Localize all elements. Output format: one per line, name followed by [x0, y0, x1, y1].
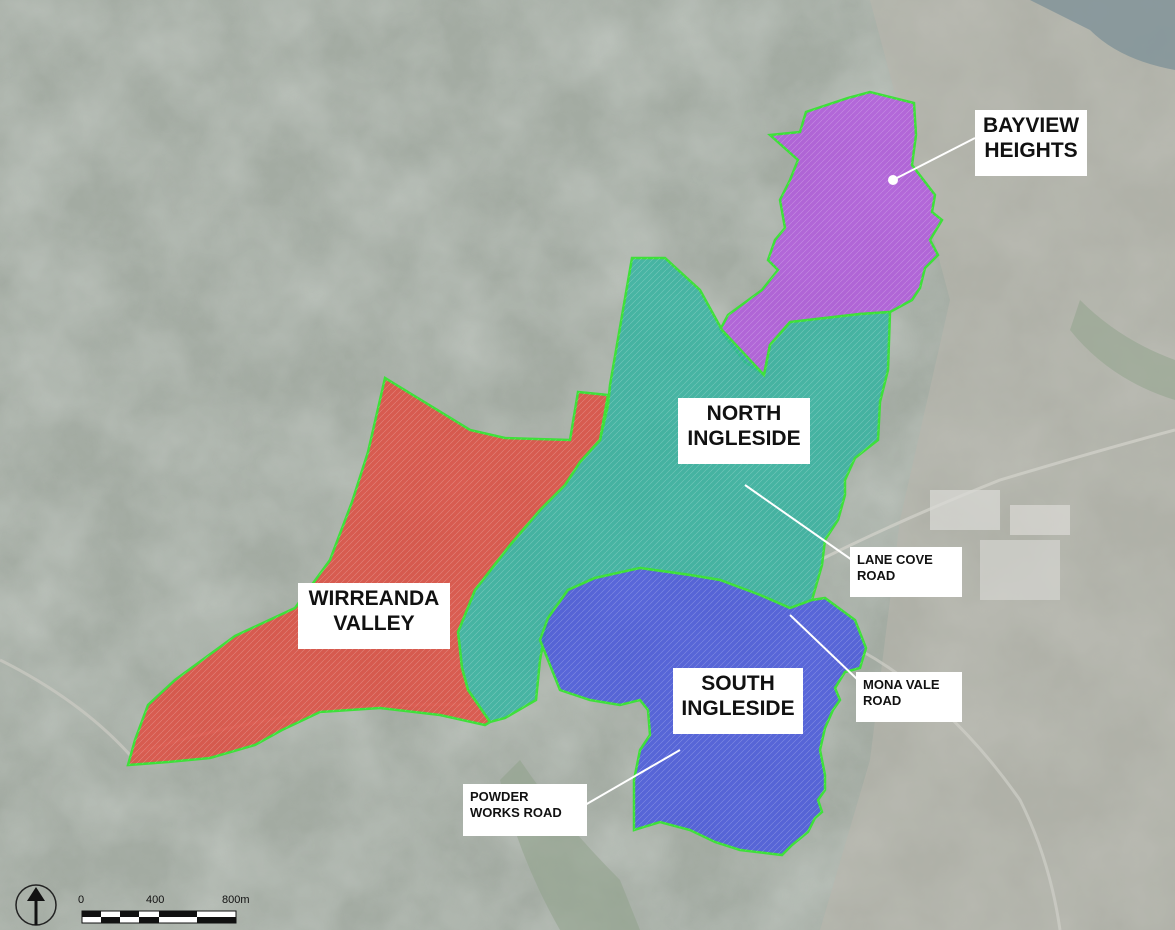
label-wirreanda-valley: WIRREANDA VALLEY: [298, 583, 450, 649]
label-mona-vale-road: MONA VALE ROAD: [856, 672, 962, 722]
mona-vale-leader-line: [789, 614, 859, 681]
label-lane-cove-road: LANE COVE ROAD: [850, 547, 962, 597]
bayview-leader-line: [892, 137, 976, 181]
label-line: INGLESIDE: [681, 696, 795, 720]
precinct-wirreanda-texture: [128, 378, 608, 765]
scale-label-0: 0: [78, 894, 85, 906]
label-line: NORTH: [706, 402, 782, 425]
label-bayview-heights: BAYVIEW HEIGHTS: [975, 110, 1087, 176]
label-line: POWDER: [470, 789, 529, 804]
label-line: ROAD: [857, 568, 896, 584]
powder-works-leader-line: [584, 749, 681, 806]
label-line: MONA VALE: [863, 677, 940, 692]
label-south-ingleside: SOUTH INGLESIDE: [673, 668, 803, 734]
label-line: INGLESIDE: [687, 426, 801, 450]
bayview-marker: [888, 175, 898, 185]
label-line: VALLEY: [333, 611, 415, 635]
precinct-north-texture: [458, 258, 890, 722]
label-line: BAYVIEW: [983, 114, 1080, 137]
lane-cove-leader-line: [744, 484, 853, 561]
label-line: ROAD: [863, 693, 902, 709]
label-line: LANE COVE: [857, 552, 933, 567]
precinct-bayview-texture: [720, 92, 942, 375]
label-line: WORKS ROAD: [470, 805, 562, 821]
label-line: WIRREANDA: [308, 587, 440, 610]
label-line: SOUTH: [701, 672, 775, 695]
label-north-ingleside: NORTH INGLESIDE: [678, 398, 810, 464]
north-arrow-icon: [15, 884, 57, 926]
scale-label-400: 400: [146, 894, 165, 906]
label-line: HEIGHTS: [984, 138, 1078, 162]
label-powder-works-road: POWDER WORKS ROAD: [463, 784, 587, 836]
scale-label-800: 800m: [222, 894, 250, 906]
